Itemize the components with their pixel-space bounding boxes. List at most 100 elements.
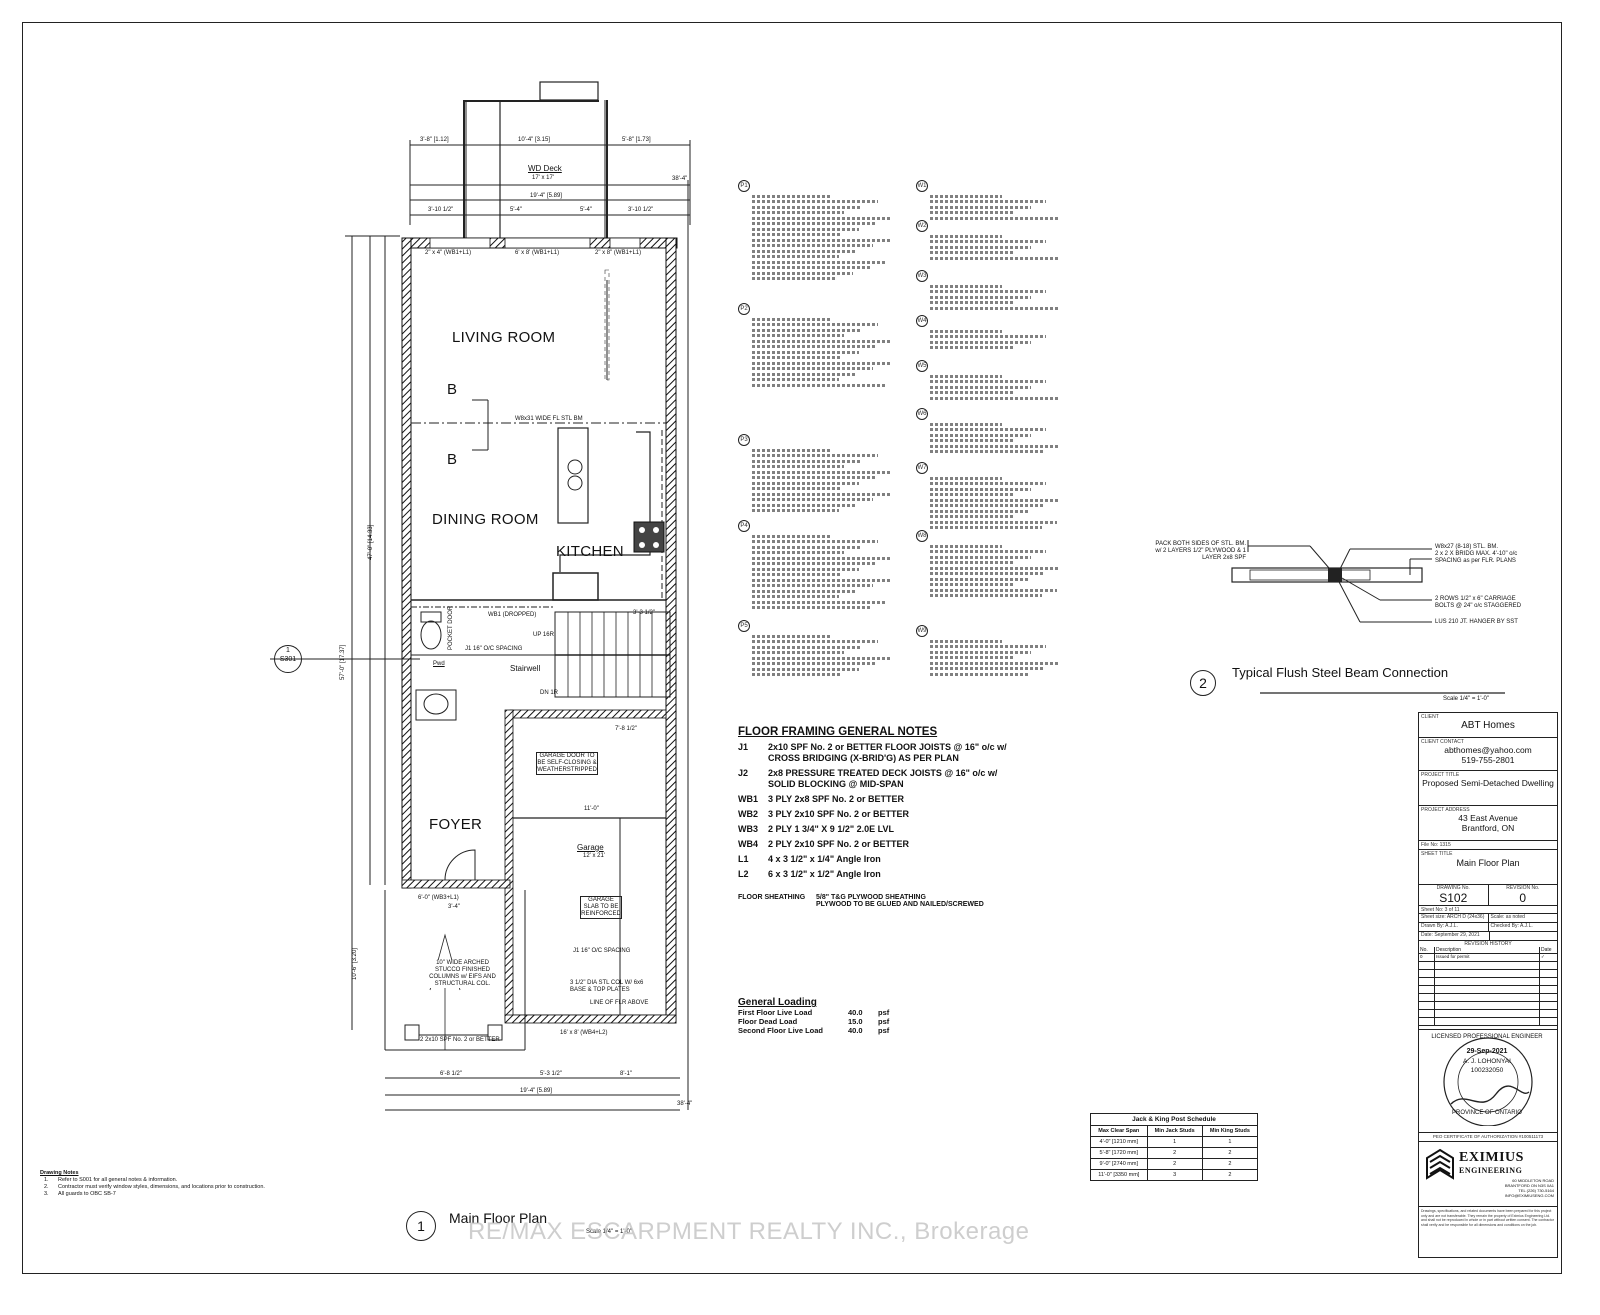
rev-cell bbox=[1435, 1002, 1540, 1009]
floor-framing-title: FLOOR FRAMING GENERAL NOTES bbox=[738, 726, 938, 738]
loading-unit: psf bbox=[878, 1026, 890, 1035]
wall-type-spec-line bbox=[930, 295, 1031, 299]
rev-cell bbox=[1540, 978, 1557, 985]
framing-note-text: 2 PLY 1 3/4" X 9 1/2" 2.0E LVL bbox=[768, 824, 894, 834]
jack-king-cell: 1 bbox=[1146, 1136, 1203, 1148]
tb-company: EXIMIUS ENGINEERING 60 MIDDLETON ROAD BR… bbox=[1419, 1142, 1557, 1207]
wall-type-tag: W9 bbox=[916, 625, 928, 637]
tb-rev-history-label: REVISION HISTORY bbox=[1464, 941, 1512, 947]
deck-size: 17' x 17' bbox=[532, 175, 554, 181]
wall-type-spec-line bbox=[752, 545, 862, 549]
plan-number-circle: 1 bbox=[406, 1211, 436, 1241]
dim-deck-left: 3'-8" [1.12] bbox=[420, 137, 449, 143]
wall-type-spec-line bbox=[930, 504, 1044, 507]
beam-right-note-3: LUS 210 JT. HANGER BY SST bbox=[1435, 619, 1518, 625]
wall-type-p1: P1 bbox=[738, 180, 893, 280]
tb-drawn-by: Drawn By: A.J.L. bbox=[1419, 923, 1489, 931]
beam-left-note: PACK BOTH SIDES OF STL. BM. w/ 2 LAYERS … bbox=[1130, 541, 1246, 562]
wall-type-spec-line bbox=[930, 433, 1031, 437]
rev-header: No. bbox=[1419, 947, 1435, 953]
wall-type-spec-line bbox=[930, 667, 1044, 670]
wall-type-spec-line bbox=[930, 200, 1047, 203]
jack-king-cell: 2 bbox=[1201, 1169, 1259, 1181]
wall-type-spec-line bbox=[930, 498, 1060, 502]
drawing-note-number: 1. bbox=[44, 1177, 49, 1183]
loading-unit: psf bbox=[878, 1008, 890, 1017]
drawing-note-number: 3. bbox=[44, 1191, 49, 1197]
wall-type-spec-line bbox=[930, 650, 1031, 654]
drawing-note-item: 2.Contractor must verify window styles, … bbox=[40, 1184, 270, 1191]
tb-revision-label: REVISION No. bbox=[1506, 885, 1540, 891]
engineer-stamp-icon bbox=[1443, 1037, 1533, 1126]
jack-king-cell: 1 bbox=[1201, 1136, 1259, 1148]
rev-header: Date bbox=[1541, 947, 1552, 953]
rev-cell bbox=[1435, 962, 1540, 969]
plan-title: Main Floor Plan bbox=[449, 1210, 548, 1226]
wall-type-spec-line bbox=[752, 334, 845, 337]
wall-type-spec-line bbox=[752, 540, 879, 543]
drawing-note-item: 3.All guards to OBC SB-7 bbox=[40, 1191, 270, 1198]
detail-number: 2 bbox=[1199, 675, 1207, 691]
wall-type-spec-line bbox=[930, 301, 1016, 304]
wall-type-spec-line bbox=[752, 356, 842, 359]
wall-type-tag: W2 bbox=[916, 220, 928, 232]
tb-email: abthomes@yahoo.com bbox=[1444, 745, 1532, 755]
wall-type-spec-line bbox=[752, 459, 862, 463]
drawing-notes-title: Drawing Notes bbox=[40, 1170, 79, 1176]
section-callout-circle: 1 S301 bbox=[274, 645, 302, 673]
rev-row bbox=[1419, 1002, 1557, 1010]
wall-type-w7: W7 bbox=[916, 462, 1060, 529]
tb-drawing-row: DRAWING No. S102 REVISION No. 0 bbox=[1419, 885, 1557, 906]
wall-type-tag: P4 bbox=[738, 520, 750, 532]
wall-type-spec-line bbox=[752, 481, 859, 485]
room-label-garage: Garage bbox=[577, 843, 604, 852]
drawing-notes: Drawing Notes 1.Refer to S001 for all ge… bbox=[40, 1170, 270, 1198]
wall-type-spec-line bbox=[752, 249, 856, 253]
wall-type-spec-line bbox=[752, 317, 830, 321]
jack-king-cell: 9'-0" [2740 mm] bbox=[1090, 1158, 1148, 1170]
floor-plan-linework bbox=[270, 81, 691, 1111]
company-addr-2: BRANTFORD ON N3S 0A1 bbox=[1504, 1183, 1554, 1188]
wall-type-spec-line bbox=[930, 672, 1029, 676]
wall-type-spec-line bbox=[930, 245, 1031, 249]
wb1-annotation: WB1 (DROPPED) bbox=[488, 612, 537, 618]
wall-type-spec-line bbox=[752, 216, 893, 220]
jack-king-header: Min King Studs bbox=[1201, 1125, 1259, 1137]
jack-king-header: Min Jack Studs bbox=[1146, 1125, 1203, 1137]
line-above-note: LINE OF FLR ABOVE bbox=[590, 1000, 649, 1006]
beam-right-note-1a: W8x27 (8-18) STL. BM. bbox=[1435, 544, 1499, 550]
wall-type-tag: W4 bbox=[916, 315, 928, 327]
drawing-note-text: Contractor must verify window styles, di… bbox=[58, 1184, 265, 1190]
stamp-name: A. J. LOHONYAI bbox=[1463, 1058, 1511, 1065]
dim-left-overall: 47'-0" [14.33] bbox=[368, 524, 374, 560]
wall-type-spec-line bbox=[930, 588, 1058, 592]
company-tel: TEL (226) 730-5164 bbox=[1518, 1188, 1554, 1193]
wall-type-spec-line bbox=[930, 583, 1013, 586]
joists-annotation: J1 16" O/C SPACING bbox=[465, 646, 523, 652]
dim-top-seg-2: 5'-4" bbox=[510, 207, 522, 213]
wall-type-tag: W8 bbox=[916, 530, 928, 542]
framing-note-text: 2x10 SPF No. 2 or BETTER FLOOR JOISTS @ … bbox=[768, 742, 1007, 763]
wall-type-spec-line bbox=[930, 428, 1047, 431]
garage-door-note: GARAGE DOOR TO BE SELF-CLOSING & WEATHER… bbox=[536, 752, 598, 775]
wall-type-spec-line bbox=[930, 391, 1016, 394]
wall-type-spec-line bbox=[752, 345, 876, 348]
stamp-number: 100232050 bbox=[1470, 1067, 1504, 1074]
wall-type-spec-line bbox=[752, 323, 879, 326]
jack-king-schedule: Jack & King Post Schedule Max Clear Span… bbox=[1090, 1113, 1259, 1181]
jack-king-cell: 2 bbox=[1201, 1147, 1259, 1159]
framing-note-code: J2 bbox=[738, 768, 749, 778]
room-label-kitchen: KITCHEN bbox=[556, 543, 624, 560]
rev-cell bbox=[1540, 962, 1557, 969]
wall-type-spec-line bbox=[752, 487, 842, 490]
rev-cell bbox=[1419, 994, 1435, 1001]
wall-type-p3: P3 bbox=[738, 434, 893, 512]
framing-note-code: L2 bbox=[738, 869, 749, 879]
